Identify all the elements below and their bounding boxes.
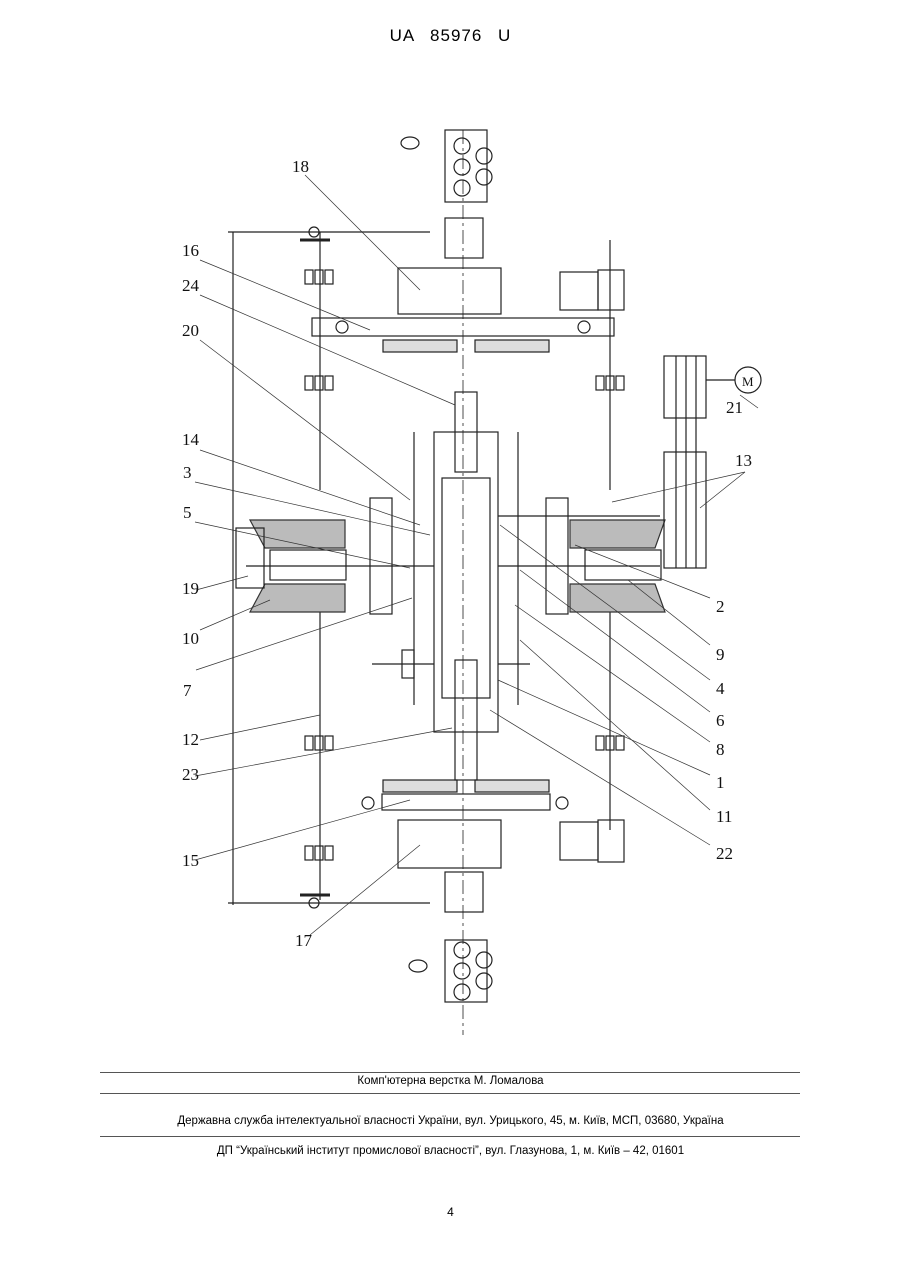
callout-9: 9	[716, 645, 725, 664]
technical-drawing: 18 16 24 20 14 3 5 19 10 7 12 23 15 17 2…	[0, 0, 901, 1060]
callout-7: 7	[183, 681, 192, 700]
callout-12: 12	[182, 730, 199, 749]
callout-20: 20	[182, 321, 199, 340]
callout-14: 14	[182, 430, 200, 449]
footer-rule-bottom	[100, 1136, 800, 1137]
footer-rule-middle	[100, 1093, 800, 1094]
typesetting-credit: Комп'ютерна верстка М. Ломалова	[0, 1075, 901, 1087]
callout-6: 6	[716, 711, 725, 730]
callout-23: 23	[182, 765, 199, 784]
footer-rule-top	[100, 1072, 800, 1073]
callout-16: 16	[182, 241, 199, 260]
motor-symbol: M	[742, 374, 754, 389]
callout-8: 8	[716, 740, 725, 759]
callout-18: 18	[292, 157, 309, 176]
callout-22: 22	[716, 844, 733, 863]
callout-11: 11	[716, 807, 732, 826]
office-address: Державна служба інтелектуальної власност…	[0, 1115, 901, 1127]
callout-1: 1	[716, 773, 725, 792]
callout-17: 17	[295, 931, 313, 950]
callout-2: 2	[716, 597, 725, 616]
callout-10: 10	[182, 629, 199, 648]
callout-24: 24	[182, 276, 200, 295]
callout-3: 3	[183, 463, 192, 482]
callout-13: 13	[735, 451, 752, 470]
callout-4: 4	[716, 679, 725, 698]
callout-15: 15	[182, 851, 199, 870]
institute-address: ДП “Український інститут промислової вла…	[0, 1145, 901, 1157]
page-number: 4	[0, 1205, 901, 1219]
callout-21: 21	[726, 398, 743, 417]
callout-5: 5	[183, 503, 192, 522]
callout-19: 19	[182, 579, 199, 598]
